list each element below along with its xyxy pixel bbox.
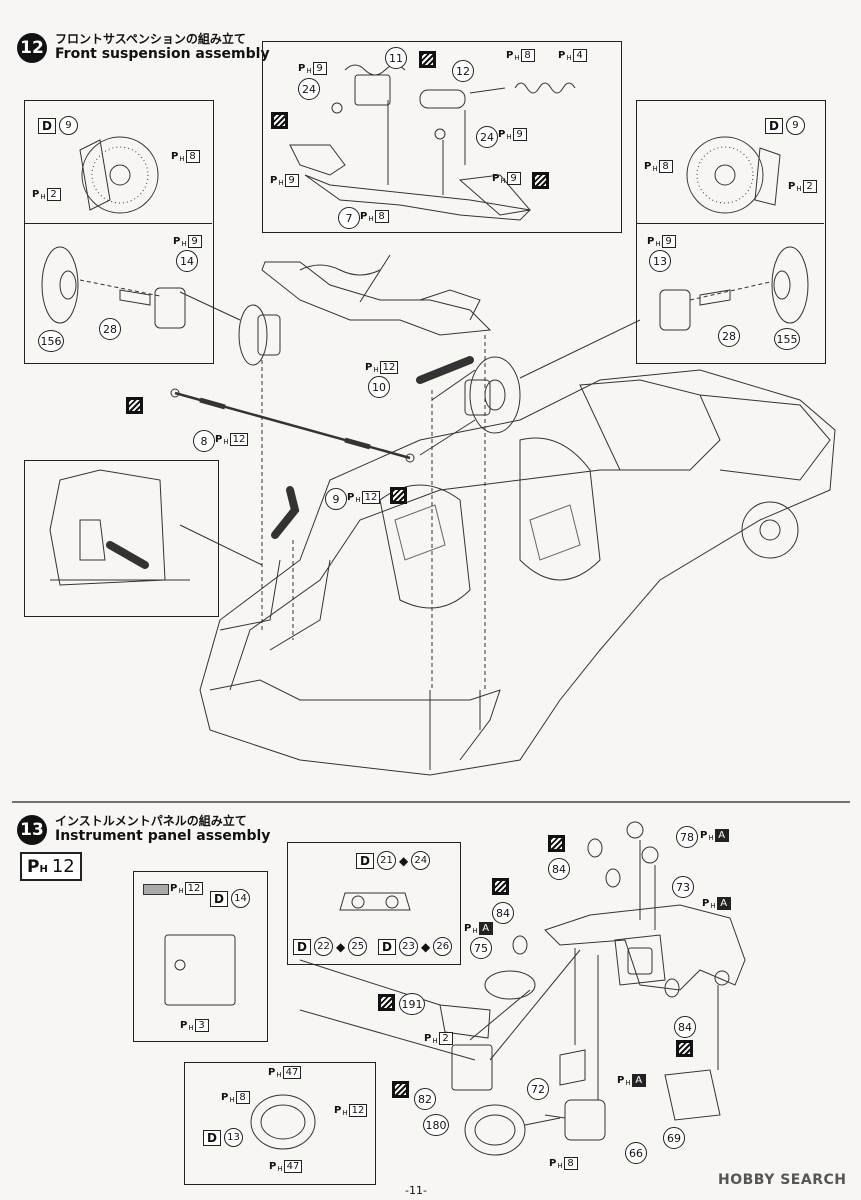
glue-icon-69 — [676, 1040, 693, 1057]
right-brake-box — [636, 100, 826, 364]
brake-duct-closeup-box — [24, 460, 219, 617]
wheel-decal-label: D 13 — [203, 1128, 243, 1147]
step-12-title-en: Front suspension assembly — [55, 46, 270, 62]
glue-icon-duct — [390, 487, 407, 504]
swap-icon: ◆ — [420, 939, 431, 954]
part-191: 191 — [399, 993, 425, 1015]
part-66: 66 — [625, 1142, 647, 1164]
part-73: 73 — [672, 876, 694, 898]
left-brake-divider — [24, 223, 212, 224]
part-28-right: 28 — [718, 325, 740, 347]
part-84-c: 84 — [674, 1016, 696, 1038]
glue-icon-84-mid — [492, 878, 509, 895]
page-number: -11- — [405, 1184, 427, 1197]
meter-decal-left: D 22 ◆ 25 — [293, 937, 368, 956]
decal-letter: D — [38, 117, 56, 134]
meter-decal-top: D 21 ◆ 24 — [356, 851, 431, 870]
part-155: 155 — [774, 328, 800, 350]
glue-icon-82 — [392, 1081, 409, 1098]
glue-icon-arm-2 — [271, 112, 288, 129]
glue-icon-tierod — [126, 397, 143, 414]
right-disc-decal-label: D 9 — [765, 116, 805, 135]
part-12: 12 — [452, 60, 474, 82]
panel-decal-label: D 14 — [210, 889, 250, 908]
watermark: HOBBY SEARCH — [718, 1172, 847, 1188]
step-12-title-jp: フロントサスペンションの組み立て — [55, 32, 246, 46]
part-180: 180 — [423, 1114, 449, 1136]
step-13-title-en: Instrument panel assembly — [55, 828, 271, 844]
part-156: 156 — [38, 330, 64, 352]
part-82: 82 — [414, 1088, 436, 1110]
left-disc-decal-label: D 9 — [38, 116, 78, 135]
glue-icon-191 — [378, 994, 395, 1011]
part-11: 11 — [385, 47, 407, 69]
center-panel-box — [133, 871, 268, 1042]
glue-icon-84-top — [548, 835, 565, 852]
part-8: 8 — [193, 430, 215, 452]
part-69: 69 — [663, 1127, 685, 1149]
step-13-number: 13 — [17, 815, 47, 845]
part-7: 7 — [338, 207, 360, 229]
glue-icon-arm-3 — [532, 172, 549, 189]
step-12-number: 12 — [17, 33, 47, 63]
part-84-a: 84 — [548, 858, 570, 880]
part-24-a: 24 — [298, 78, 320, 100]
steering-wheel-box — [184, 1062, 376, 1185]
swap-icon: ◆ — [335, 939, 346, 954]
right-brake-divider — [636, 223, 824, 224]
swap-icon: ◆ — [398, 853, 409, 868]
part-24-b: 24 — [476, 126, 498, 148]
part-75: 75 — [470, 937, 492, 959]
step-13-title-jp: インストルメントパネルの組み立て — [55, 814, 247, 828]
part-78: 78 — [676, 826, 698, 848]
part-13: 13 — [649, 250, 671, 272]
part-14: 14 — [176, 250, 198, 272]
part-72: 72 — [527, 1078, 549, 1100]
paint-swatch — [143, 884, 169, 895]
paint-reference-box: PH 12 — [20, 852, 82, 881]
part-28-left: 28 — [99, 318, 121, 340]
glue-icon-arm-1 — [419, 51, 436, 68]
meter-decal-right: D 23 ◆ 26 — [378, 937, 453, 956]
left-brake-box — [24, 100, 214, 364]
paint-reference-number: 12 — [51, 856, 75, 877]
part-9: 9 — [325, 488, 347, 510]
meter-decal-box — [287, 842, 461, 965]
part-10: 10 — [368, 376, 390, 398]
decal-number: 9 — [58, 116, 78, 135]
part-84-b: 84 — [492, 902, 514, 924]
suspension-arm-box — [262, 41, 622, 233]
